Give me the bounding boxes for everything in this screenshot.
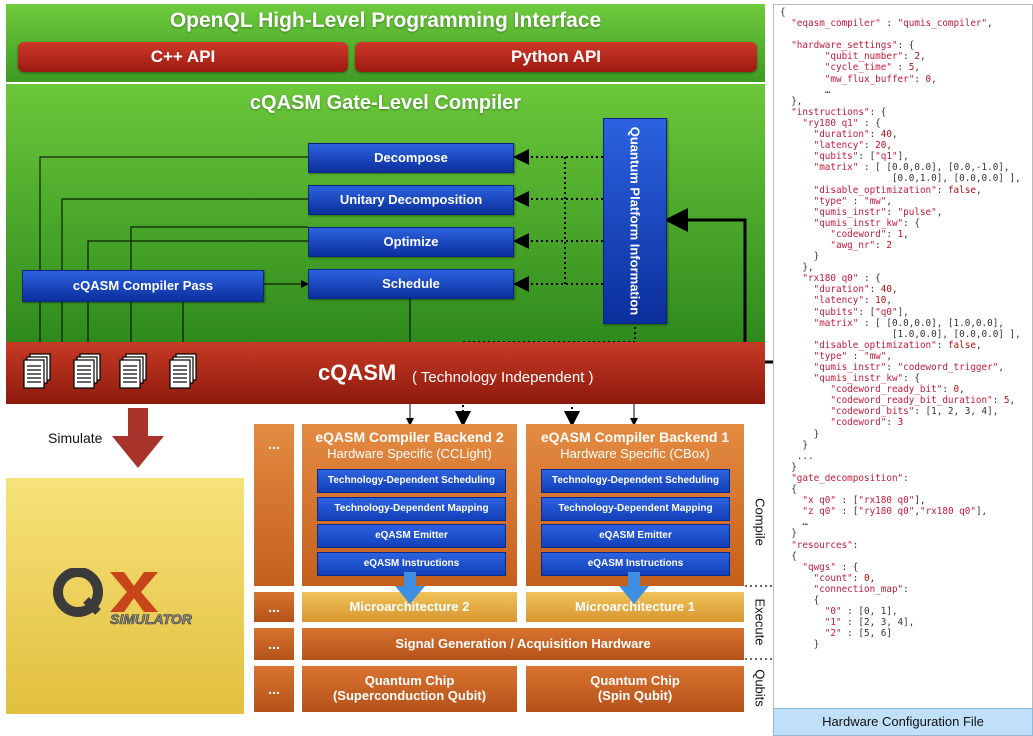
backend-1-title: eQASM Compiler Backend 1 xyxy=(540,429,730,445)
cqasm-compiler-pass: cQASM Compiler Pass xyxy=(22,270,264,302)
backend-2-mapping: Technology-Dependent Mapping xyxy=(317,497,506,521)
schedule-pass: Schedule xyxy=(308,269,514,299)
cqasm-document-icons xyxy=(23,353,197,389)
document-icon xyxy=(119,353,147,389)
quantum-platform-info: Quantum Platform Information xyxy=(603,118,667,324)
interface-title: OpenQL High-Level Programming Interface xyxy=(169,9,602,32)
backend-1-scheduling: Technology-Dependent Scheduling xyxy=(541,469,730,493)
hardware-config-footer: Hardware Configuration File xyxy=(773,708,1033,736)
platform-info-label: Quantum Platform Information xyxy=(627,126,643,316)
backend-1-mapping: Technology-Dependent Mapping xyxy=(541,497,730,521)
document-icon xyxy=(169,353,197,389)
down-arrow-icon xyxy=(395,572,425,604)
down-arrow-icon xyxy=(619,572,649,604)
compiler-title: cQASM Gate-Level Compiler xyxy=(249,92,522,114)
document-icon xyxy=(73,353,101,389)
ellipsis-label: ... xyxy=(268,599,280,615)
qx-simulator-logo: SIMULATOR xyxy=(53,568,193,627)
backend-2-scheduling: Technology-Dependent Scheduling xyxy=(317,469,506,493)
chip-subtitle: (Superconduction Qubit) xyxy=(332,688,487,703)
backend-1-emitter: eQASM Emitter xyxy=(541,524,730,548)
ellipsis-label: ... xyxy=(268,681,280,697)
more-chip-block: ... xyxy=(254,666,294,712)
ellipsis-label: ... xyxy=(268,636,280,652)
chip-subtitle: (Spin Qubit) xyxy=(597,688,673,703)
qubits-label: Qubits xyxy=(752,669,768,707)
more-backends-block: ... xyxy=(254,424,294,586)
quantum-chip-spin: Quantum Chip (Spin Qubit) xyxy=(526,666,744,712)
chip-title: Quantum Chip xyxy=(364,673,455,688)
more-signal-block: ... xyxy=(254,628,294,660)
qx-logo-text: SIMULATOR xyxy=(110,611,193,627)
hardware-config-code: { "eqasm_compiler" : "qumis_compiler", "… xyxy=(780,7,1021,651)
compile-label: Compile xyxy=(752,498,768,546)
backend-2-subtitle: Hardware Specific (CCLight) xyxy=(327,446,492,461)
cpp-api-block: C++ API xyxy=(18,42,348,72)
signal-generation-label: Signal Generation / Acquisition Hardware xyxy=(395,636,651,651)
decompose-pass: Decompose xyxy=(308,143,514,173)
more-microarch-block: ... xyxy=(254,592,294,622)
document-icon xyxy=(23,353,51,389)
cqasm-subtitle: ( Technology Independent ) xyxy=(412,369,594,386)
backend-2-emitter: eQASM Emitter xyxy=(317,524,506,548)
hardware-config-code-panel: { "eqasm_compiler" : "qumis_compiler", "… xyxy=(773,4,1033,710)
signal-generation-block: Signal Generation / Acquisition Hardware xyxy=(302,628,744,660)
chip-title: Quantum Chip xyxy=(590,673,680,688)
cqasm-label: cQASM xyxy=(318,360,397,385)
execute-label: Execute xyxy=(752,598,768,646)
simulate-arrow-icon xyxy=(112,408,164,468)
backend-2-title: eQASM Compiler Backend 2 xyxy=(315,429,504,445)
unitary-decomposition-pass: Unitary Decomposition xyxy=(308,185,514,215)
backend-1-subtitle: Hardware Specific (CBox) xyxy=(560,446,710,461)
optimize-pass: Optimize xyxy=(308,227,514,257)
quantum-chip-superconducting: Quantum Chip (Superconduction Qubit) xyxy=(302,666,517,712)
simulate-label: Simulate xyxy=(48,430,103,446)
python-api-block: Python API xyxy=(355,42,757,72)
ellipsis-label: ... xyxy=(268,436,280,452)
